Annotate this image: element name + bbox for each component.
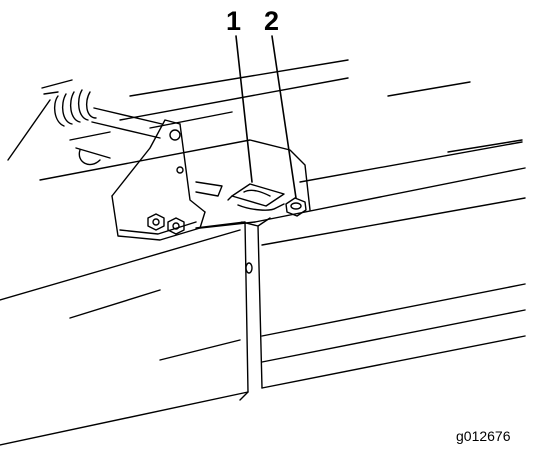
leader-line-1 [235, 35, 253, 183]
spring-assembly [7, 79, 163, 166]
figure-id-label: g012676 [456, 428, 511, 444]
deck-top-lines [119, 59, 523, 183]
leader-line-2 [271, 35, 297, 199]
callout-1-label: 1 [226, 6, 242, 36]
hinge-bracket [111, 119, 223, 241]
callout-2-label: 2 [264, 6, 280, 36]
slotted-plate [227, 183, 285, 211]
nut [285, 197, 307, 217]
deck-housing [0, 139, 526, 446]
